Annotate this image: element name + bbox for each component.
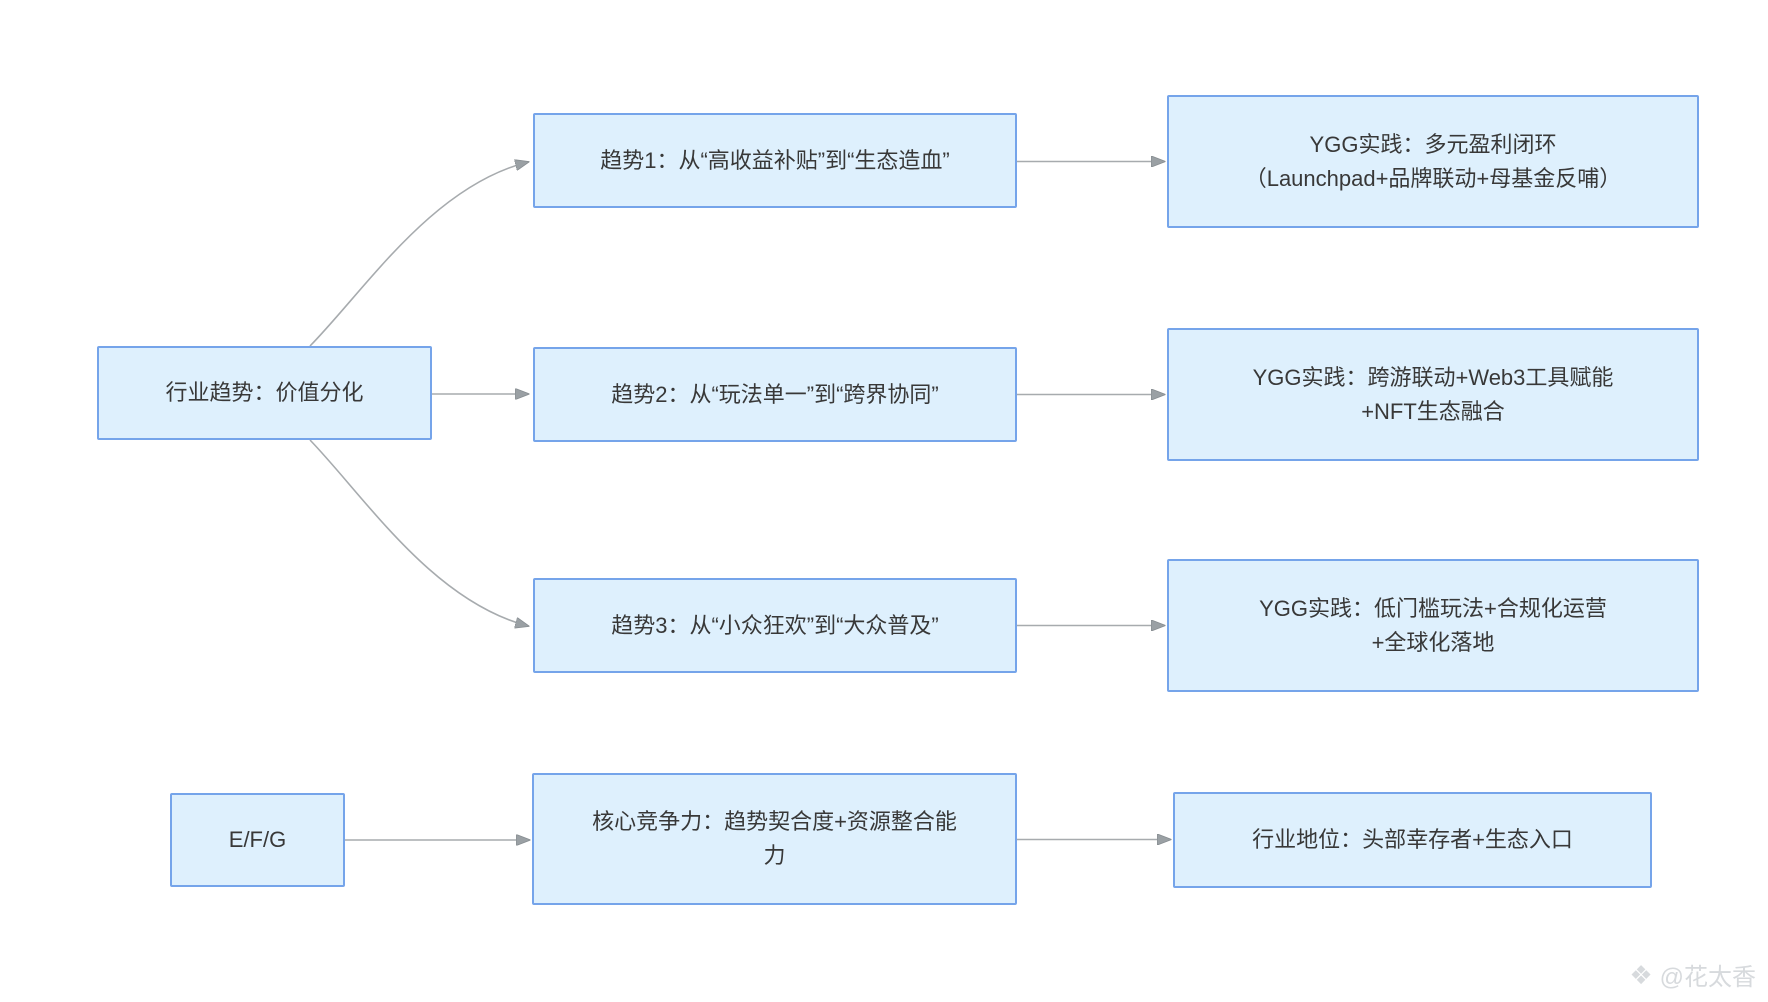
connector-root-to-trend1 — [309, 162, 528, 347]
node-industry-position: 行业地位：头部幸存者+生态入口 — [1173, 792, 1652, 888]
node-ygg-practice-2: YGG实践：跨游联动+Web3工具赋能 +NFT生态融合 — [1167, 328, 1699, 461]
node-trend-2: 趋势2：从“玩法单一”到“跨界协同” — [533, 347, 1017, 442]
node-industry-trend: 行业趋势：价值分化 — [97, 346, 432, 440]
node-label-line: YGG实践：多元盈利闭环 — [1309, 131, 1557, 157]
node-trend-1: 趋势1：从“高收益补贴”到“生态造血” — [533, 113, 1017, 208]
node-trend-3: 趋势3：从“小众狂欢”到“大众普及” — [533, 578, 1017, 673]
node-label-line: （Launchpad+品牌联动+母基金反哺） — [1244, 165, 1622, 191]
node-ygg-practice-1: YGG实践：多元盈利闭环 （Launchpad+品牌联动+母基金反哺） — [1167, 95, 1699, 228]
node-core-competitiveness: 核心竞争力：趋势契合度+资源整合能 力 — [532, 773, 1017, 905]
node-label-line: +NFT生态融合 — [1361, 398, 1505, 424]
connector-root-to-trend3 — [309, 439, 528, 626]
node-label: 行业趋势：价值分化 — [165, 380, 364, 405]
node-label-line: +全球化落地 — [1371, 629, 1495, 655]
node-efg: E/F/G — [170, 793, 345, 887]
node-label-line: 核心竞争力：趋势契合度+资源整合能 — [592, 809, 957, 834]
node-label: 趋势2：从“玩法单一”到“跨界协同” — [611, 381, 939, 407]
node-label-line: YGG实践：跨游联动+Web3工具赋能 — [1252, 364, 1614, 390]
node-label-line: YGG实践：低门槛玩法+合规化运营 — [1259, 595, 1607, 621]
node-label: 行业地位：头部幸存者+生态入口 — [1252, 827, 1573, 852]
watermark-text: @花太香 — [1659, 964, 1756, 991]
node-label: 趋势1：从“高收益补贴”到“生态造血” — [600, 147, 950, 173]
node-label: E/F/G — [228, 827, 287, 852]
node-label: 趋势3：从“小众狂欢”到“大众普及” — [611, 612, 939, 638]
watermark: ❖ @花太香 — [1629, 957, 1756, 992]
node-ygg-practice-3: YGG实践：低门槛玩法+合规化运营 +全球化落地 — [1167, 559, 1699, 692]
node-label-line: 力 — [763, 843, 786, 868]
diamond-logo-icon: ❖ — [1629, 959, 1653, 990]
